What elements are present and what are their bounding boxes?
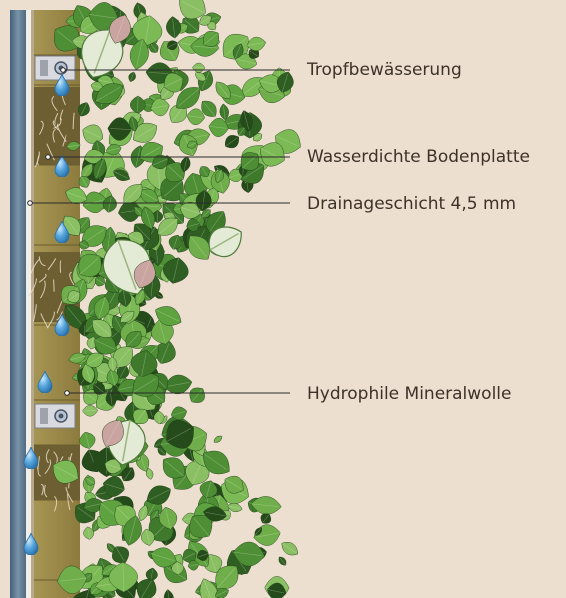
leaf: [279, 538, 301, 558]
plant-foliage: [47, 0, 306, 598]
leaf: [246, 36, 267, 53]
dot-drainage-layer: [28, 201, 33, 206]
leaf: [192, 63, 205, 73]
back-wall: [10, 10, 26, 598]
leaf: [165, 16, 182, 39]
dot-mineral-wool: [65, 391, 70, 396]
leaf: [130, 96, 146, 114]
dot-drip-irrigation: [61, 68, 66, 73]
leaf: [212, 434, 223, 444]
label-waterproof-board: Wasserdichte Bodenplatte: [307, 147, 530, 167]
emitter-clip: [40, 408, 48, 424]
label-drainage-layer: Drainageschicht 4,5 mm: [307, 194, 516, 214]
root-strand: [54, 280, 55, 292]
drainage-layer-strip: [31, 10, 34, 598]
emitter-clip: [40, 60, 48, 76]
leaf: [79, 121, 107, 147]
leaf: [78, 430, 98, 450]
label-drip-irrigation: Tropfbewässerung: [307, 60, 462, 80]
leaf: [82, 405, 98, 416]
drip-emitter-icon: [35, 56, 75, 80]
leaf: [127, 71, 137, 83]
dot-waterproof-board: [46, 155, 51, 160]
white-board-strip: [26, 10, 31, 598]
drip-emitter-icon: [35, 404, 75, 428]
emitter-hole: [59, 414, 64, 419]
leaf: [277, 555, 288, 567]
label-mineral-wool: Hydrophile Mineralwolle: [307, 384, 512, 404]
leaf: [163, 589, 175, 598]
